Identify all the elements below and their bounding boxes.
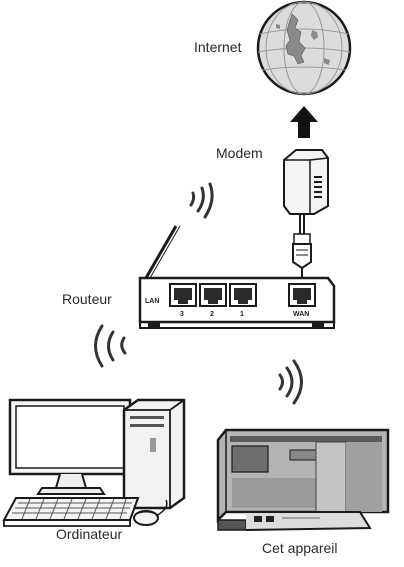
device-label: Cet appareil — [262, 540, 338, 556]
router-label: Routeur — [62, 291, 112, 307]
arrow-up-icon — [290, 106, 318, 138]
wan-cable — [292, 214, 312, 284]
internet-label: Internet — [194, 39, 242, 55]
lan-port-label-1: 1 — [240, 311, 244, 318]
modem-label: Modem — [216, 145, 263, 161]
computer-label: Ordinateur — [56, 526, 123, 542]
wifi-waves-icon — [189, 182, 214, 219]
wan-port — [288, 283, 316, 307]
router-icon: LAN 3 2 1 WAN — [138, 225, 336, 329]
lan-port-label-3: 3 — [180, 311, 184, 318]
lan-port-label-2: 2 — [210, 311, 214, 318]
globe-icon — [256, 0, 352, 96]
lan-port-1 — [229, 283, 257, 307]
audio-system-icon — [216, 428, 390, 531]
lan-port-2 — [199, 283, 227, 307]
computer-icon — [2, 398, 186, 527]
wan-label: WAN — [293, 311, 309, 318]
lan-label: LAN — [145, 298, 159, 305]
lan-port-3 — [169, 283, 197, 307]
modem-icon — [283, 149, 329, 215]
wifi-waves-icon — [278, 359, 303, 405]
wifi-waves-icon — [94, 324, 127, 368]
